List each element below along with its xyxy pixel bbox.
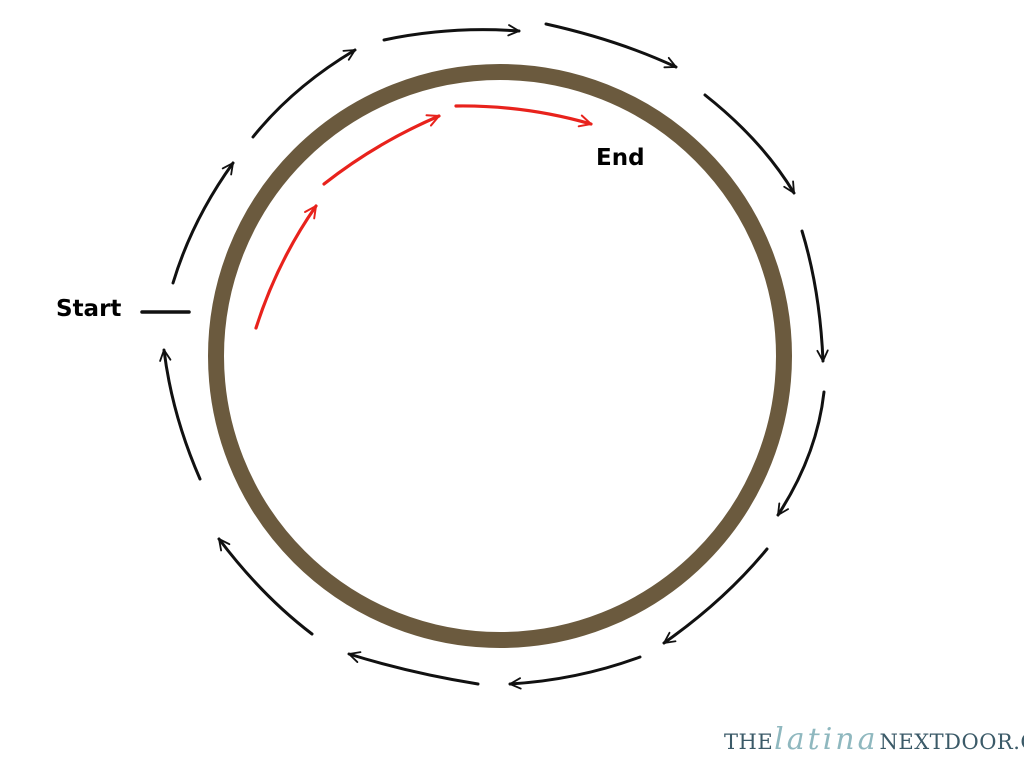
ring	[208, 64, 792, 648]
outer-arrows	[159, 22, 829, 690]
inner-arrows	[254, 104, 593, 330]
outer-arrow	[382, 24, 521, 42]
outer-arrow	[544, 22, 678, 69]
inner-arrow	[454, 104, 593, 128]
inner-arrow	[254, 204, 318, 330]
brand-watermark: THE latina NEXTDOOR .COM	[724, 722, 1024, 757]
inner-arrow	[322, 114, 441, 186]
watermark-the: THE	[724, 730, 774, 754]
outer-arrow	[251, 48, 357, 139]
start-label: Start	[56, 296, 122, 322]
watermark-com: .COM	[1013, 730, 1024, 754]
watermark-latina: latina	[774, 722, 879, 757]
outer-arrow	[171, 161, 235, 285]
end-label: End	[596, 145, 645, 171]
outer-arrow	[776, 390, 826, 517]
outer-arrow	[800, 229, 829, 363]
outer-arrow	[508, 655, 642, 690]
outer-arrow	[662, 547, 769, 645]
watermark-nextdoor: NEXTDOOR	[879, 730, 1014, 754]
outer-arrow	[159, 348, 202, 481]
outer-arrow	[703, 93, 796, 195]
outer-arrow	[347, 651, 480, 686]
outer-arrow	[217, 537, 314, 636]
